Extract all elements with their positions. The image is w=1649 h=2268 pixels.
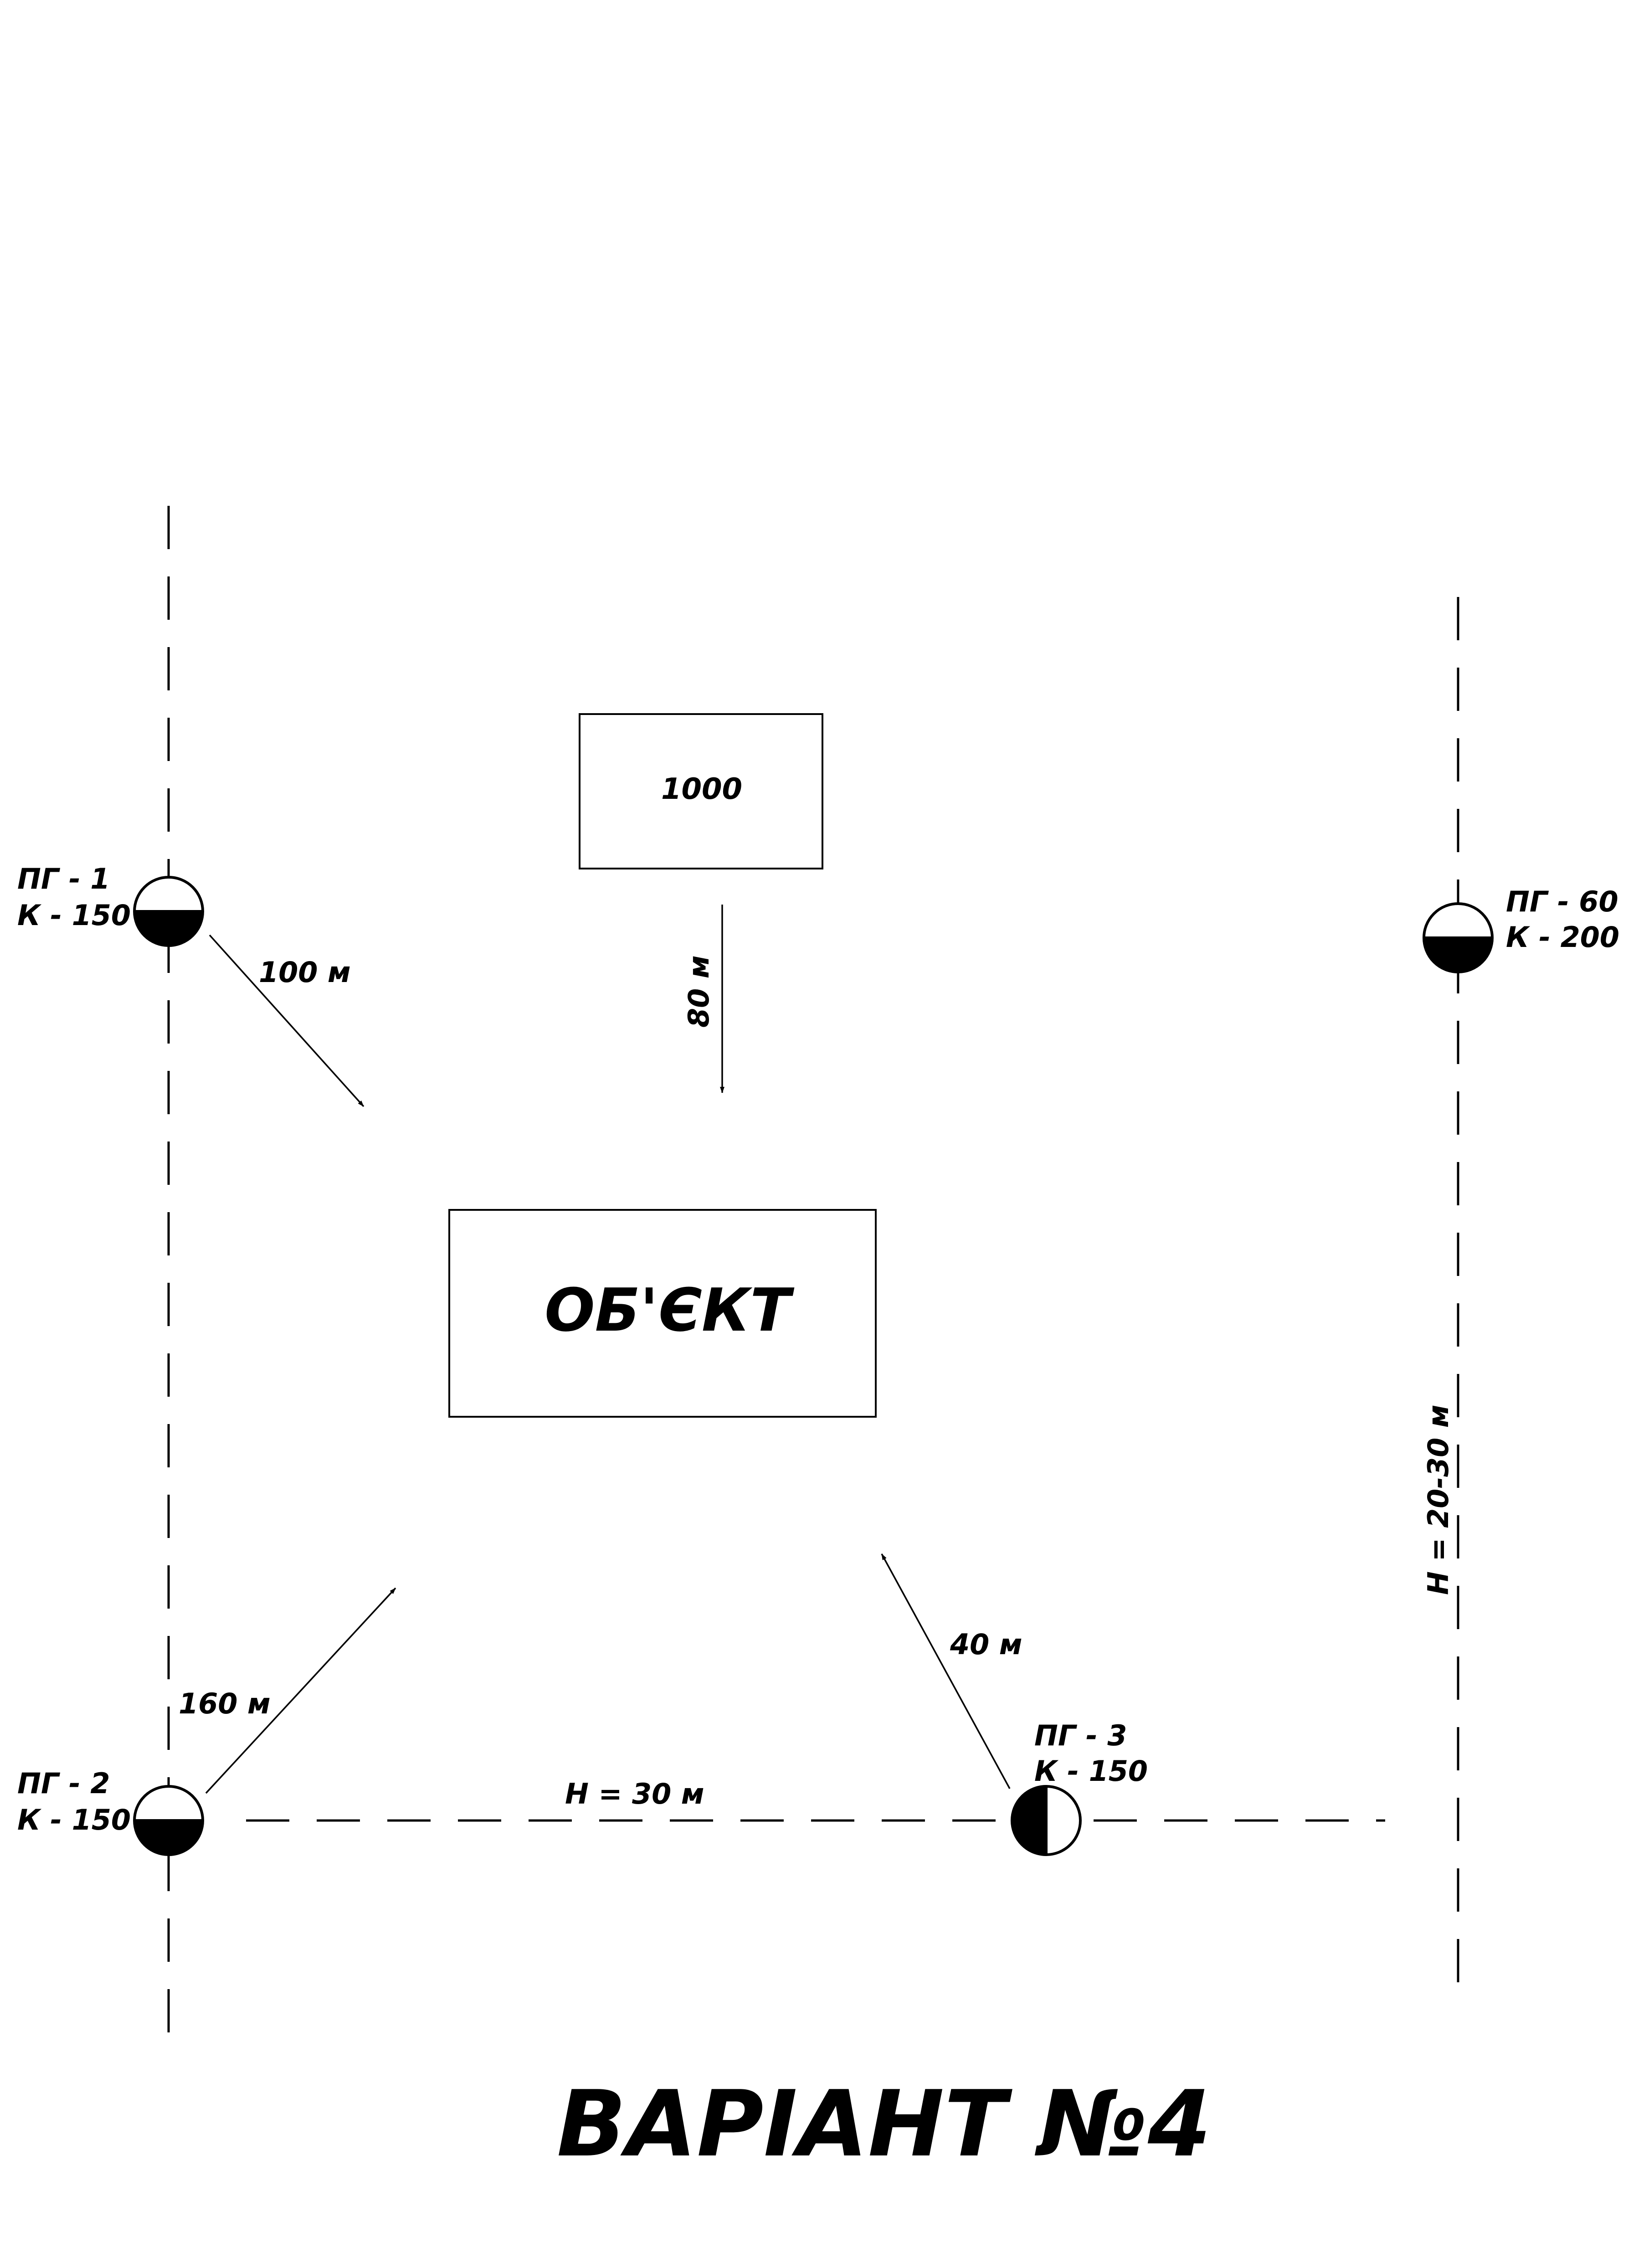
hydrant-pg2-name: ПГ - 2 — [17, 1767, 110, 1800]
depth-bottom-label: Н = 30 м — [565, 1777, 704, 1810]
hydrant-pg1-name: ПГ - 1 — [17, 862, 110, 895]
distance-pg1-label: 100 м — [259, 956, 351, 989]
object-label: ОБ'ЄКТ — [545, 1275, 795, 1345]
arrow-pg1-to-object — [209, 934, 365, 1107]
water-source-box — [579, 713, 823, 869]
distance-source-label: 80 м — [682, 955, 715, 1028]
depth-right-label: Н = 20-30 м — [1422, 1404, 1455, 1595]
depth-bottom-label-bg — [560, 1777, 711, 1809]
arrow-pg3-to-object — [881, 1553, 1011, 1789]
hydrant-pg1-pipe: К - 150 — [17, 899, 131, 932]
distance-pg3-label: 40 м — [950, 1628, 1022, 1661]
hydrant-pg60-name: ПГ - 60 — [1506, 885, 1618, 918]
hydrant-pg60-pipe: К - 200 — [1506, 921, 1619, 954]
distance-pg2-label: 160 м — [179, 1687, 271, 1720]
hydrant-pg1-icon — [133, 876, 204, 947]
hydrant-pg3-name: ПГ - 3 — [1034, 1719, 1127, 1752]
depth-right-label-bg — [1424, 1394, 1456, 1599]
water-source-capacity: 1000 — [661, 772, 742, 806]
object-box — [448, 1209, 877, 1418]
arrow-pg2-to-object — [205, 1587, 396, 1794]
hydrant-pg3-icon — [1011, 1785, 1082, 1856]
hydrant-pg3-pipe: К - 150 — [1034, 1754, 1148, 1788]
hydrant-pg2-pipe: К - 150 — [17, 1803, 131, 1836]
variant-title: ВАРІАНТ №4 — [557, 2071, 1211, 2177]
hydrant-pg60-icon — [1423, 902, 1494, 973]
hydrant-pg2-icon — [133, 1785, 204, 1856]
